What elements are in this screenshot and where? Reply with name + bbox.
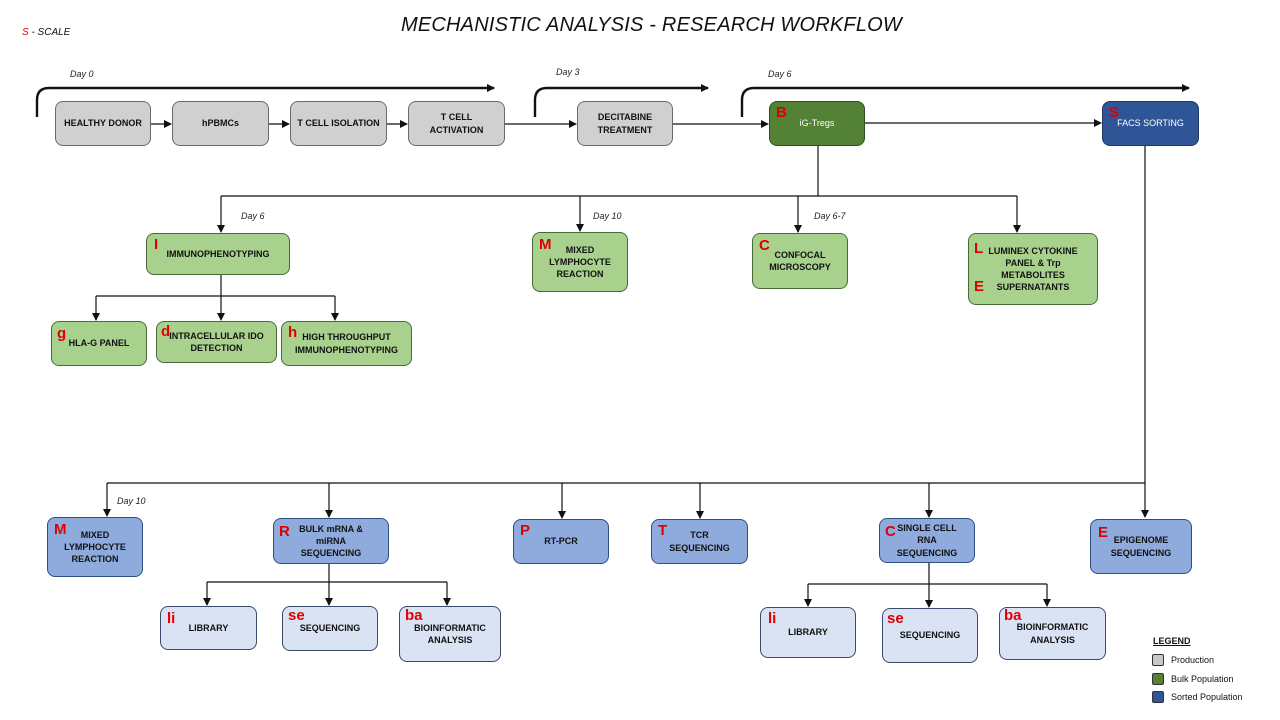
legend-item-sorted: Sorted Population (1152, 691, 1243, 703)
high-throughput-box: h HIGH THROUGHPUT IMMUNOPHENOTYPING (281, 321, 412, 366)
tcr-sequencing-box: T TCR SEQUENCING (651, 519, 748, 564)
legend-swatch (1152, 673, 1164, 685)
timeline-day6-arrow (740, 84, 1190, 117)
scale-note: S - SCALE (22, 27, 71, 38)
day-6-7-confocal-label: Day 6-7 (814, 211, 846, 221)
facs-sorting-box: S FACS SORTING (1102, 101, 1199, 146)
legend-swatch (1152, 654, 1164, 666)
luminex-box: L E LUMINEX CYTOKINE PANEL & Trp METABOL… (968, 233, 1098, 305)
sc-bioinformatic-box: ba BIOINFORMATIC ANALYSIS (999, 607, 1106, 660)
ig-tregs-box: B iG-Tregs (769, 101, 865, 146)
timeline-day0-arrow (35, 84, 495, 117)
day-6-immuno-label: Day 6 (241, 211, 265, 221)
bulk-seq-step-box: se SEQUENCING (282, 606, 378, 651)
day-3-label: Day 3 (556, 67, 580, 77)
decitabine-treatment-box: DECITABINE TREATMENT (577, 101, 673, 146)
hpbmcs-box: hPBMCs (172, 101, 269, 146)
rt-pcr-box: P RT-PCR (513, 519, 609, 564)
sc-library-box: li LIBRARY (760, 607, 856, 658)
hla-g-panel-box: g HLA-G PANEL (51, 321, 147, 366)
legend-swatch (1152, 691, 1164, 703)
day-10-sorted-mlr-label: Day 10 (117, 496, 146, 506)
sorted-mlr-box: M MIXED LYMPHOCYTE REACTION (47, 517, 143, 577)
t-cell-activation-box: T CELL ACTIVATION (408, 101, 505, 146)
bulk-library-box: li LIBRARY (160, 606, 257, 650)
immunophenotyping-box: I IMMUNOPHENOTYPING (146, 233, 290, 275)
intracellular-ido-box: d INTRACELLULAR IDO DETECTION (156, 321, 277, 363)
legend-title: LEGEND (1153, 636, 1191, 646)
legend-item-bulk: Bulk Population (1152, 673, 1234, 685)
single-cell-sequencing-box: C SINGLE CELL RNA SEQUENCING (879, 518, 975, 563)
timeline-day3-arrow (533, 84, 709, 117)
day-10-mlr-label: Day 10 (593, 211, 622, 221)
bulk-sequencing-box: R BULK mRNA & miRNA SEQUENCING (273, 518, 389, 564)
confocal-microscopy-box: C CONFOCAL MICROSCOPY (752, 233, 848, 289)
sc-seq-step-box: se SEQUENCING (882, 608, 978, 663)
epigenome-sequencing-box: E EPIGENOME SEQUENCING (1090, 519, 1192, 574)
day-6-label: Day 6 (768, 69, 792, 79)
diagram-title: MECHANISTIC ANALYSIS - RESEARCH WORKFLOW (400, 14, 903, 36)
legend-item-production: Production (1152, 654, 1214, 666)
bulk-mlr-box: M MIXED LYMPHOCYTE REACTION (532, 232, 628, 292)
healthy-donor-box: HEALTHY DONOR (55, 101, 151, 146)
day-0-label: Day 0 (70, 69, 94, 79)
t-cell-isolation-box: T CELL ISOLATION (290, 101, 387, 146)
bulk-bioinformatic-box: ba BIOINFORMATIC ANALYSIS (399, 606, 501, 662)
